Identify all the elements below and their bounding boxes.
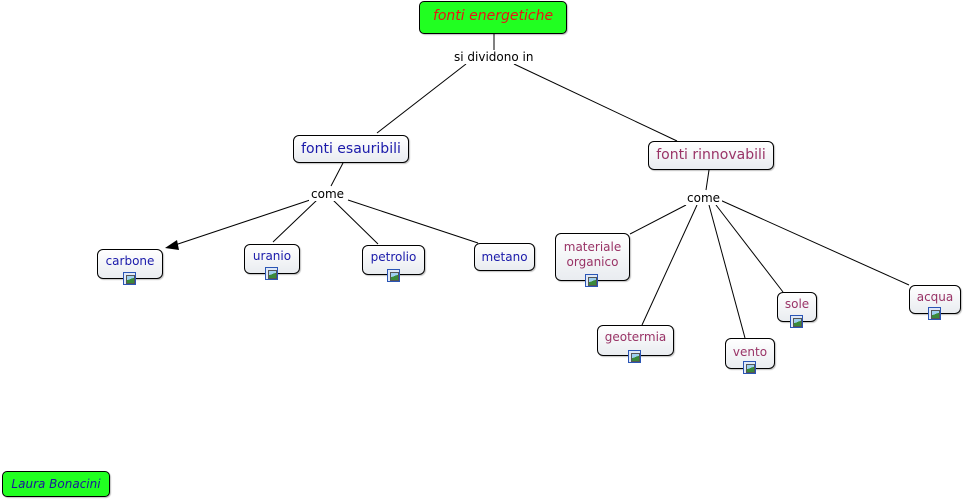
image-resource-icon[interactable] <box>123 272 136 285</box>
concept-fonti-esauribili[interactable]: fonti esauribili <box>293 135 409 163</box>
image-resource-icon[interactable] <box>387 269 400 282</box>
concept-petrolio-label: petrolio <box>370 250 417 264</box>
image-resource-icon[interactable] <box>743 361 756 374</box>
image-resource-icon[interactable] <box>790 315 803 328</box>
image-resource-icon[interactable] <box>265 267 278 280</box>
link-label-root: si dividono in <box>452 50 536 64</box>
concept-acqua-label: acqua <box>916 290 954 304</box>
author-label: Laura Bonacini <box>2 471 110 497</box>
concept-materiale-organico-label: materiale organico <box>563 240 622 269</box>
concept-fonti-esauribili-label: fonti esauribili <box>301 141 401 157</box>
concept-metano-label: metano <box>481 250 528 264</box>
concept-vento-label: vento <box>732 345 768 359</box>
concept-carbone[interactable]: carbone <box>97 249 163 279</box>
author-name: Laura Bonacini <box>11 477 101 491</box>
concept-fonti-rinnovabili-label: fonti rinnovabili <box>656 147 766 163</box>
concept-acqua[interactable]: acqua <box>909 285 961 314</box>
concept-vento[interactable]: vento <box>725 338 775 369</box>
concept-carbone-label: carbone <box>105 254 155 268</box>
image-resource-icon[interactable] <box>585 274 598 287</box>
concept-root[interactable]: fonti energetiche <box>419 1 567 34</box>
concept-materiale-organico[interactable]: materiale organico <box>555 233 630 281</box>
concept-fonti-rinnovabili[interactable]: fonti rinnovabili <box>648 141 774 170</box>
arrowhead <box>165 240 179 250</box>
image-resource-icon[interactable] <box>628 350 641 363</box>
concept-petrolio[interactable]: petrolio <box>362 245 425 275</box>
concept-uranio-label: uranio <box>252 249 292 263</box>
link-label-esauribili: come <box>309 187 347 201</box>
concept-root-label: fonti energetiche <box>432 8 554 24</box>
concept-sole-label: sole <box>784 297 810 311</box>
concept-geotermia-label: geotermia <box>604 330 667 344</box>
link-label-rinnovabili: come <box>685 191 723 205</box>
image-resource-icon[interactable] <box>928 307 941 320</box>
concept-metano[interactable]: metano <box>474 243 535 271</box>
